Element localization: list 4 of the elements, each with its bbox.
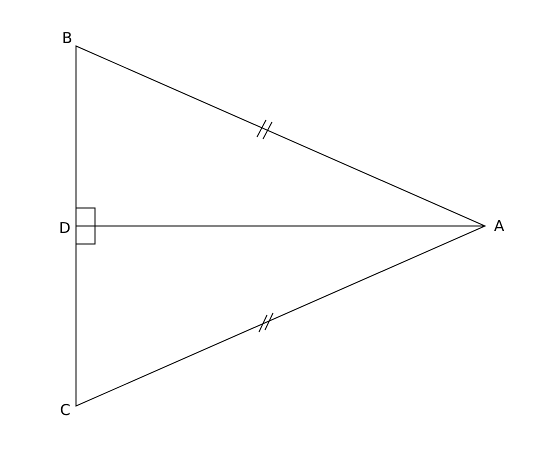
vertex-label: A	[494, 219, 504, 234]
vertex-label: C	[60, 403, 70, 418]
vertex-label: B	[62, 31, 72, 46]
vertex-label: D	[59, 221, 71, 236]
